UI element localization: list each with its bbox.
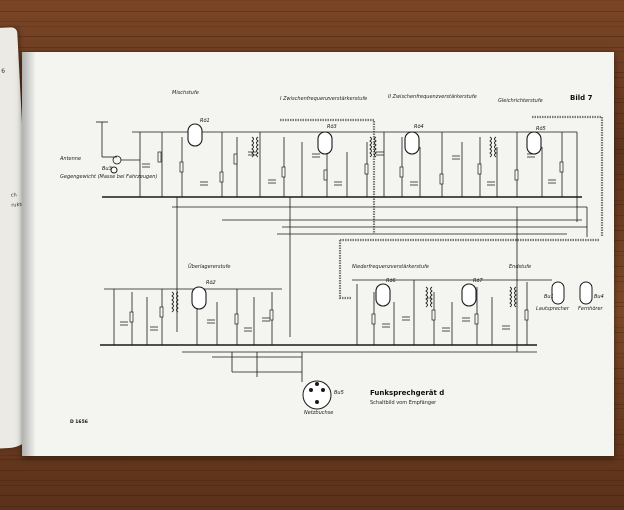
socket-bu4 bbox=[579, 281, 593, 305]
socket-bu1 bbox=[551, 281, 565, 305]
left-page-mark: 6 bbox=[1, 67, 6, 75]
device-fernhoerer: Fernhörer bbox=[578, 306, 604, 312]
tube-label-ro7: Rö7 bbox=[473, 278, 484, 284]
tube-label-ro6: Rö6 bbox=[386, 278, 396, 284]
label-ueberlagerer: Überlagererstufe bbox=[188, 263, 230, 270]
socket-label-bu4: Bu4 bbox=[594, 294, 604, 300]
socket-bu3 bbox=[110, 166, 118, 174]
tube-ro3 bbox=[317, 131, 333, 155]
tube-ro5 bbox=[526, 131, 542, 155]
tubes bbox=[187, 123, 542, 310]
tube-ro7 bbox=[461, 283, 477, 307]
wood-grain bbox=[0, 10, 624, 12]
shield-enclosures bbox=[280, 115, 604, 300]
wood-grain bbox=[0, 469, 624, 471]
wood-grain bbox=[0, 46, 624, 48]
label-zf1: I Zwischenfrequenzverstärkerstufe bbox=[280, 96, 367, 102]
socket-label-bu5: Bu5 bbox=[334, 390, 344, 396]
antenna-label: Antenne bbox=[59, 156, 81, 162]
tube-label-ro2: Rö2 bbox=[206, 280, 216, 286]
socket-label-bu3: Bu3 bbox=[102, 166, 112, 172]
tube-label-ro4: Rö4 bbox=[414, 124, 424, 130]
wood-grain bbox=[0, 480, 624, 481]
tube-label-ro3: Rö3 bbox=[327, 124, 337, 130]
tube-ro1 bbox=[187, 123, 203, 147]
tube-ro2 bbox=[191, 286, 207, 310]
wood-grain bbox=[0, 484, 624, 486]
socket-bu5 bbox=[302, 380, 332, 410]
wood-grain bbox=[0, 25, 624, 27]
figure-label: Bild 7 bbox=[570, 94, 593, 102]
label-zf2: II Zwischenfrequenzverstärkerstufe bbox=[388, 94, 477, 100]
tube-label-ro5: Rö5 bbox=[536, 126, 546, 132]
socket-label-bu1: Bu1 bbox=[544, 294, 554, 300]
tube-ro6 bbox=[375, 283, 391, 307]
receiver-schematic: Mischstufe I Zwischenfrequenzverstärkers… bbox=[59, 90, 604, 425]
wood-grain bbox=[0, 0, 624, 1]
wood-grain bbox=[0, 459, 624, 460]
wood-grain bbox=[0, 495, 624, 496]
wood-grain bbox=[0, 505, 624, 507]
antenna-symbol bbox=[96, 121, 140, 165]
schematic-page: Mischstufe I Zwischenfrequenzverstärkers… bbox=[22, 52, 614, 456]
label-nf: Niederfrequenzverstärkerstufe bbox=[352, 264, 429, 270]
tube-label-ro1: Rö1 bbox=[200, 118, 210, 124]
components bbox=[120, 136, 564, 332]
page-fold-shadow bbox=[22, 52, 36, 456]
antenna-note: Gegengewicht (Masse bei Fahrzeugen) bbox=[60, 174, 157, 180]
sockets bbox=[110, 166, 593, 410]
label-mischstufe: Mischstufe bbox=[172, 90, 199, 96]
wood-grain bbox=[0, 21, 624, 22]
caption-title: Funksprechgerät d bbox=[370, 389, 444, 397]
wood-grain bbox=[0, 36, 624, 37]
left-page-mark: ch bbox=[10, 192, 17, 199]
device-netzbuchse: Netzbuchse bbox=[304, 410, 333, 416]
device-lautsprecher: Lautsprecher bbox=[536, 306, 570, 312]
page-code: D 1656 bbox=[70, 419, 88, 425]
label-gleichrichter: Gleichrichterstufe bbox=[498, 98, 543, 104]
wood-grain bbox=[0, 51, 624, 52]
tube-ro4 bbox=[404, 131, 420, 155]
label-end: Endstufe bbox=[509, 264, 531, 270]
caption-subtitle: Schaltbild vom Empfänger bbox=[370, 400, 437, 406]
wiring bbox=[100, 131, 588, 382]
